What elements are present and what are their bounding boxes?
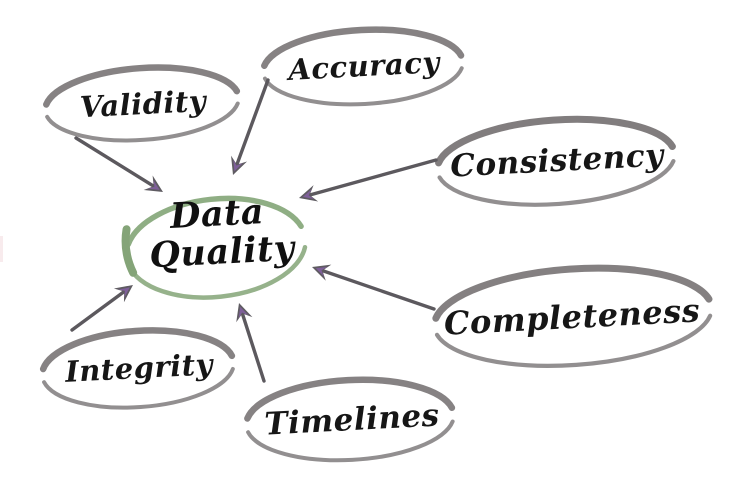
center-label-line2: Quality xyxy=(148,227,296,277)
oval-timelines xyxy=(244,376,456,463)
left-edge-artifact xyxy=(0,236,3,262)
arrow-consistency-to-center xyxy=(299,158,438,202)
oval-integrity xyxy=(39,327,236,410)
arrow-timelines-to-center xyxy=(236,303,266,383)
oval-center-data-quality xyxy=(121,195,308,300)
arrow-validity-to-center xyxy=(74,136,163,192)
arrow-accuracy-to-center xyxy=(231,78,270,175)
oval-consistency xyxy=(435,115,676,207)
arrow-integrity-to-center xyxy=(70,285,133,332)
node-label-validity: Validity xyxy=(79,83,207,125)
oval-validity xyxy=(43,64,241,143)
oval-accuracy xyxy=(261,26,465,107)
arrow-completeness-to-center xyxy=(312,264,436,311)
center-oval-pen-tail xyxy=(121,225,138,277)
oval-completeness xyxy=(432,264,713,368)
